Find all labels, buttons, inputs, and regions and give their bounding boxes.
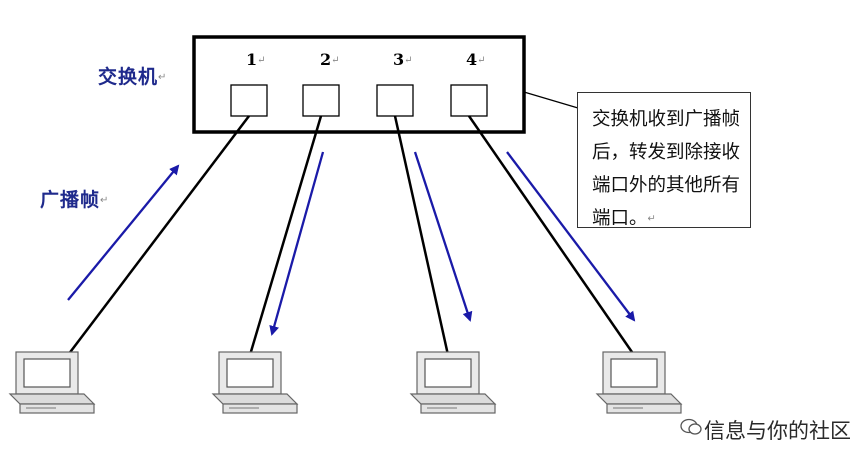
computer-3-icon <box>409 351 497 414</box>
callout-box: 交换机收到广播帧后，转发到除接收端口外的其他所有端口。↵ <box>577 92 751 229</box>
port-number-1-text: 1 <box>246 50 258 69</box>
arrow-incoming <box>67 164 180 301</box>
chat-bubble-icon <box>680 418 702 435</box>
port-number-4: 4↵ <box>466 50 486 69</box>
paragraph-mark-icon: ↵ <box>257 55 266 66</box>
callout-connector <box>523 91 579 109</box>
arrow-to-port-2 <box>269 151 325 336</box>
broadcast-frame-label-text: 广播帧 <box>40 189 101 211</box>
port-number-4-text: 4 <box>466 50 478 69</box>
cable-2 <box>248 115 323 356</box>
port-4 <box>450 84 488 117</box>
paragraph-mark-icon: ↵ <box>404 55 413 66</box>
callout-text: 交换机收到广播帧后，转发到除接收端口外的其他所有端口。 <box>592 109 741 229</box>
cable-4 <box>467 115 636 356</box>
broadcast-frame-label: 广播帧↵ <box>40 185 109 212</box>
arrow-to-port-4 <box>506 151 636 322</box>
paragraph-mark-icon: ↵ <box>158 72 168 83</box>
paragraph-mark-icon: ↵ <box>477 55 486 66</box>
port-1 <box>230 84 268 117</box>
port-number-3-text: 3 <box>393 50 405 69</box>
paragraph-mark-icon: ↵ <box>647 213 656 225</box>
paragraph-mark-icon: ↵ <box>331 55 340 66</box>
port-number-1: 1↵ <box>246 50 266 69</box>
computer-2-icon <box>211 351 299 414</box>
computer-4-icon <box>595 351 683 414</box>
port-number-2: 2↵ <box>320 50 340 69</box>
port-3 <box>376 84 414 117</box>
port-2 <box>302 84 340 117</box>
watermark: 信息与你的社区 <box>704 415 851 445</box>
computer-1-icon <box>8 351 96 414</box>
arrow-to-port-3 <box>413 151 473 322</box>
port-number-3: 3↵ <box>393 50 413 69</box>
switch-label: 交换机↵ <box>98 62 167 89</box>
cable-1 <box>67 115 250 356</box>
paragraph-mark-icon: ↵ <box>100 195 110 206</box>
cable-3 <box>393 115 450 356</box>
watermark-text: 信息与你的社区 <box>704 419 851 443</box>
port-number-2-text: 2 <box>320 50 332 69</box>
switch-label-text: 交换机 <box>98 66 159 88</box>
